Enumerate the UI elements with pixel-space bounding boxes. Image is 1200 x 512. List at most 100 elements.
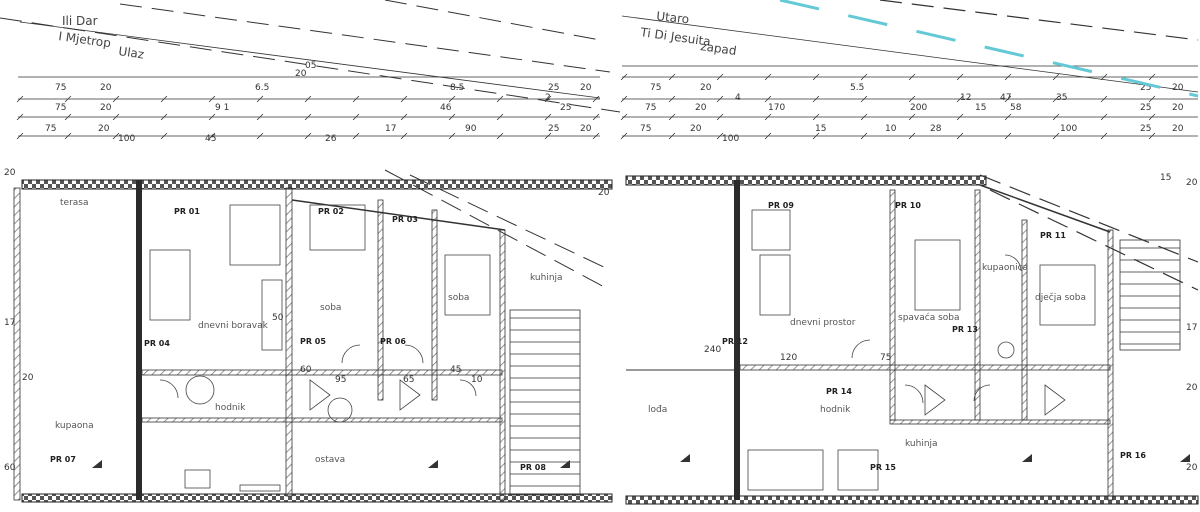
dimension-tick: [352, 95, 360, 103]
left-title-line: Ili Dar: [62, 14, 98, 28]
element-tag: PR 03: [392, 215, 418, 224]
dim-text: 6.5: [255, 83, 269, 93]
dim-text: 100: [1060, 124, 1077, 134]
dimension-tick: [592, 95, 600, 103]
dimension-tick: [956, 132, 964, 140]
dimension-tick: [448, 113, 456, 121]
left-dim-row2: 75 20 9 1 05 2 25: [55, 61, 571, 113]
right-dim-row3: 75 20 100 15 10 28 100 25 20: [640, 124, 1184, 144]
dimension-tick: [716, 132, 724, 140]
dimension-tick: [860, 132, 868, 140]
element-tag: PR 13: [952, 325, 978, 334]
dim-text: 170: [768, 103, 785, 113]
mid-dim: 50: [272, 313, 284, 323]
dimension-tick: [544, 113, 552, 121]
dimension-tick: [352, 113, 360, 121]
right-dimension-lines: [620, 65, 1198, 140]
room-label: kupaonica: [982, 263, 1028, 273]
dimension-tick: [908, 95, 916, 103]
mid-dim: 75: [880, 353, 891, 363]
dimension-tick: [112, 95, 120, 103]
dimension-tick: [668, 95, 676, 103]
left-furniture: [149, 204, 491, 492]
element-tag: PR 02: [318, 207, 344, 216]
dim-text: 20: [1172, 83, 1184, 93]
dimension-tick: [64, 95, 72, 103]
dim-text: 05: [305, 61, 316, 71]
side-dim: 20: [1186, 383, 1198, 393]
mid-dim: 95: [335, 375, 346, 385]
dimension-tick: [256, 113, 264, 121]
dimension-tick: [592, 113, 600, 121]
room-label: hodnik: [820, 405, 851, 415]
dimension-tick: [352, 132, 360, 140]
dimension-tick: [496, 95, 504, 103]
dim-text: 20: [1172, 103, 1184, 113]
right-title-line: zapad: [700, 39, 738, 58]
mid-dim: 120: [780, 353, 797, 363]
dim-text: 20: [295, 69, 307, 79]
room-label: soba: [448, 293, 469, 303]
dimension-tick: [908, 73, 916, 81]
room-label: lođa: [648, 405, 667, 415]
mid-dim: 15: [1160, 173, 1171, 183]
dimension-tick: [812, 113, 820, 121]
dimension-tick: [448, 95, 456, 103]
left-walls: [13, 179, 613, 503]
dim-text: 58: [1010, 103, 1022, 113]
dimension-tick: [764, 132, 772, 140]
dimension-tick: [860, 113, 868, 121]
dim-text: 15: [975, 103, 986, 113]
dimension-tick: [400, 113, 408, 121]
dim-text: 20: [100, 103, 112, 113]
dimension-tick: [64, 113, 72, 121]
dim-text: 100: [722, 134, 739, 144]
element-tag: PR 07: [50, 455, 76, 464]
dimension-tick: [956, 73, 964, 81]
side-dim: 20: [1186, 463, 1198, 473]
dim-text: 28: [930, 124, 942, 134]
dim-text: 75: [45, 124, 56, 134]
dimension-tick: [160, 132, 168, 140]
dimension-tick: [304, 113, 312, 121]
dimension-tick: [716, 95, 724, 103]
dimension-tick: [860, 73, 868, 81]
right-markers: [680, 454, 1190, 462]
room-label: dnevni boravak: [198, 321, 269, 331]
dim-text: 9 1: [215, 103, 229, 113]
element-tag: PR 08: [520, 463, 546, 472]
dim-text: 4: [735, 93, 741, 103]
dimension-tick: [208, 113, 216, 121]
dimension-tick: [1052, 113, 1060, 121]
dim-text: 75: [55, 103, 66, 113]
side-dim: 20: [4, 168, 16, 178]
dim-text: 25: [560, 103, 571, 113]
dimension-tick: [64, 132, 72, 140]
dimension-tick: [668, 113, 676, 121]
dim-text: 75: [650, 83, 661, 93]
element-tag: PR 11: [1040, 231, 1066, 240]
dimension-tick: [496, 113, 504, 121]
left-markers: [92, 460, 570, 468]
dimension-tick: [16, 113, 24, 121]
dimension-tick: [1004, 113, 1012, 121]
dim-text: 25: [548, 83, 559, 93]
dim-text: 90: [465, 124, 477, 134]
dim-text: 20: [580, 124, 592, 134]
left-room-labels: dnevni boravak soba soba kuhinja hodnik …: [55, 198, 563, 465]
left-title-line: I Mjetrop: [58, 29, 112, 50]
dimension-tick: [1004, 73, 1012, 81]
dimension-tick: [448, 132, 456, 140]
room-label: kupaona: [55, 421, 94, 431]
room-label: ostava: [315, 455, 345, 465]
dim-text: 35: [1056, 93, 1067, 103]
dimension-tick: [812, 73, 820, 81]
right-staircase: [1119, 239, 1181, 351]
dimension-tick: [256, 132, 264, 140]
dim-text: 8.5: [450, 83, 464, 93]
dimension-tick: [1052, 132, 1060, 140]
dim-text: 20: [690, 124, 702, 134]
left-dimension-lines: [16, 76, 600, 140]
